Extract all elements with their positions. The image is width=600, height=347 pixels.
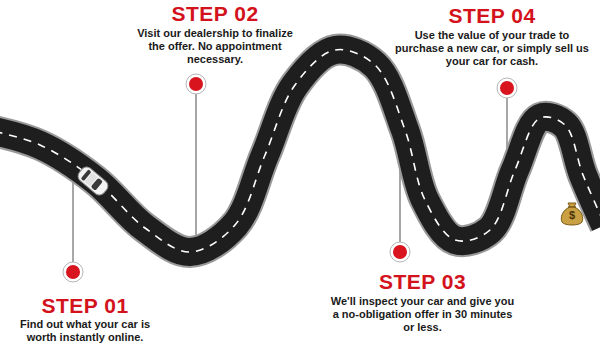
currency-symbol-block: $ xyxy=(565,208,579,222)
road-surface xyxy=(0,50,600,252)
step-dot xyxy=(390,242,410,262)
step-dot xyxy=(186,74,206,94)
step-post xyxy=(195,84,197,250)
road-center-line xyxy=(0,50,600,252)
step-description: Visit our dealership to finalize the off… xyxy=(135,27,295,66)
step-description-block: Use the value of your trade to purchase … xyxy=(389,29,595,68)
step-description-block: Visit our dealership to finalize the off… xyxy=(135,27,295,66)
step-heading-block: STEP 04 xyxy=(389,4,595,28)
step-dot xyxy=(63,262,83,282)
step-description: We'll inspect your car and give you a no… xyxy=(330,295,515,334)
step-dots xyxy=(63,74,517,282)
car-icon xyxy=(76,165,111,198)
step-heading-block: STEP 01 xyxy=(5,294,165,318)
step-heading-block: STEP 02 xyxy=(135,2,295,26)
step-description: Use the value of your trade to purchase … xyxy=(389,29,595,68)
currency-symbol: $ xyxy=(565,208,579,222)
step-heading: STEP 04 xyxy=(389,4,595,28)
step-heading-block: STEP 03 xyxy=(330,270,515,294)
step-heading: STEP 01 xyxy=(5,294,165,318)
step-dot xyxy=(497,78,517,98)
step-description: Find out what your car is worth instantl… xyxy=(5,318,165,344)
step-description-block: Find out what your car is worth instantl… xyxy=(5,318,165,344)
step-heading: STEP 02 xyxy=(135,2,295,26)
step-description-block: We'll inspect your car and give you a no… xyxy=(330,295,515,334)
money-bag-icon xyxy=(561,203,582,225)
step-heading: STEP 03 xyxy=(330,270,515,294)
road-edge xyxy=(0,50,600,252)
